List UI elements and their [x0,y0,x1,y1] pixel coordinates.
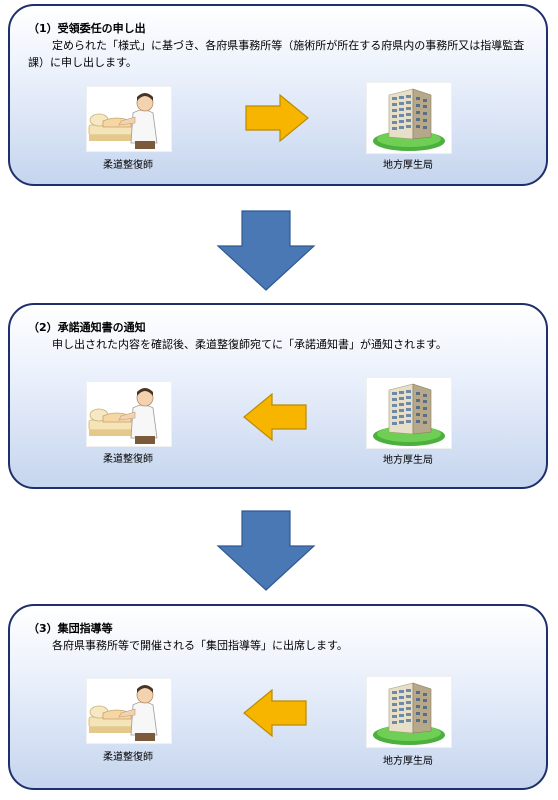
arrow-left-icon [242,688,308,738]
step-3-left-label: 柔道整復師 [103,752,153,763]
office-building-icon [366,377,452,449]
flow-down-arrow-icon [216,510,316,592]
office-building-icon [366,82,452,154]
step-2-description: 申し出された内容を確認後、柔道整復師宛てに「承諾通知書」が通知されます。 [52,338,447,351]
step-3-right-label: 地方厚生局 [383,756,433,767]
practitioner-treating-patient-icon [86,86,172,152]
office-building-icon [366,676,452,748]
step-1-left-label: 柔道整復師 [103,160,153,171]
step-2-left-label: 柔道整復師 [103,454,153,465]
practitioner-treating-patient-icon [86,678,172,744]
step-1-right-label: 地方厚生局 [383,160,433,171]
step-2-panel: （2）承諾通知書の通知 申し出された内容を確認後、柔道整復師宛てに「承諾通知書」… [8,303,548,489]
flow-down-arrow-icon [216,210,316,292]
step-2-title: （2）承諾通知書の通知 [28,321,146,334]
step-3-description: 各府県事務所等で開催される「集団指導等」に出席します。 [52,639,348,652]
arrow-left-icon [242,392,308,442]
step-1-panel: （1）受領委任の申し出 定められた「様式」に基づき、各府県事務所等（施術所が所在… [8,4,548,186]
step-3-title: （3）集団指導等 [28,622,113,635]
practitioner-treating-patient-icon [86,381,172,447]
arrow-right-icon [244,93,310,143]
step-3-panel: （3）集団指導等 各府県事務所等で開催される「集団指導等」に出席します。 柔道整… [8,604,548,790]
step-2-right-label: 地方厚生局 [383,455,433,466]
step-1-title: （1）受領委任の申し出 [28,22,146,35]
step-1-description: 定められた「様式」に基づき、各府県事務所等（施術所が所在する府県内の事務所又は指… [28,39,525,69]
